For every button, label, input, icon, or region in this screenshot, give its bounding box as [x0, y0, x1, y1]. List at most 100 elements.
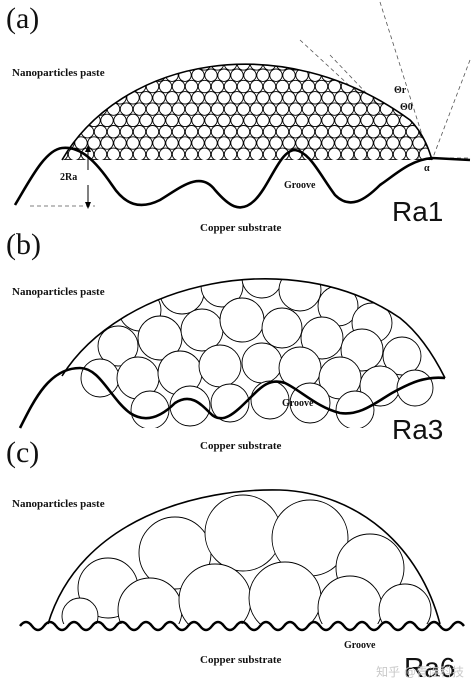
nanoparticle-small: [275, 79, 290, 94]
nanoparticle-small: [275, 147, 290, 160]
paste-outline: [61, 278, 446, 379]
nanoparticle-small: [100, 113, 114, 128]
nanoparticle-small: [223, 125, 238, 139]
nanoparticle-small: [348, 205, 360, 217]
nanoparticle-small: [179, 205, 191, 217]
paste-outline: [47, 489, 441, 625]
nanoparticle-small: [165, 91, 179, 105]
nanoparticle-small: [171, 102, 186, 116]
nanoparticle-small: [283, 24, 295, 36]
nanoparticle-small: [62, 182, 74, 194]
nanoparticle-small: [367, 35, 379, 47]
nanoparticle-small: [185, 193, 197, 205]
nanoparticle-small: [62, 102, 69, 116]
roughness-label: Ra1: [392, 196, 444, 227]
nanoparticle-small: [289, 193, 301, 205]
nanoparticle-small: [301, 64, 316, 71]
nanoparticle-small: [114, 46, 126, 58]
nanoparticle-small: [249, 79, 264, 94]
nanoparticle-small: [100, 158, 114, 160]
nanoparticle-medium: [180, 308, 224, 352]
nanoparticle-small: [249, 125, 264, 139]
nanoparticle-small: [153, 205, 165, 217]
nanoparticle-small: [62, 113, 75, 128]
nanoparticle-small: [119, 147, 134, 160]
nanoparticle-small: [153, 182, 165, 194]
nanoparticle-small: [405, 64, 420, 71]
nanoparticle-small: [269, 68, 283, 82]
nanoparticle-small: [205, 46, 217, 58]
nanoparticle-small: [244, 46, 256, 58]
nanoparticle-small: [334, 136, 348, 150]
nanoparticle-small: [231, 24, 243, 36]
nanoparticle-small: [413, 182, 425, 194]
nanoparticle-small: [80, 102, 95, 116]
nanoparticle-medium: [198, 344, 242, 388]
panel-b: (b) Nanoparticles paste Copper substrate…: [0, 228, 476, 454]
nanoparticle-small: [289, 35, 301, 47]
nanoparticle-small: [119, 102, 134, 116]
nanoparticle-small: [425, 68, 432, 82]
groove-label: Groove: [282, 398, 314, 409]
nanoparticle-small: [276, 193, 288, 205]
nanoparticle-small: [262, 79, 277, 94]
nanoparticle-small: [262, 147, 277, 160]
nanoparticle-small: [62, 158, 75, 160]
nanoparticle-small: [197, 125, 212, 139]
nanoparticle-small: [166, 46, 178, 58]
nanoparticle-small: [301, 102, 316, 116]
nanoparticle-small: [101, 46, 113, 58]
nanoparticle-small: [400, 24, 412, 36]
nanoparticle-small: [197, 102, 212, 116]
nanoparticle-small: [127, 24, 139, 36]
panel-tag: (b): [6, 228, 41, 261]
nanoparticle-small: [230, 136, 244, 150]
nanoparticle-small: [204, 113, 218, 128]
nanoparticle-small: [269, 91, 283, 105]
nanoparticle-small: [354, 35, 366, 47]
theta-0-label: Θ0: [400, 102, 413, 113]
substrate-surface: [18, 366, 446, 429]
nanoparticle-small: [308, 91, 322, 105]
nanoparticle-small: [340, 147, 355, 160]
nanoparticle-small: [373, 68, 387, 82]
nanoparticle-small: [361, 46, 373, 58]
nanoparticle-small: [166, 24, 178, 36]
nanoparticle-small: [309, 24, 321, 36]
nanoparticle-small: [374, 205, 386, 217]
nanoparticle-small: [419, 35, 431, 47]
nanoparticle-small: [335, 46, 347, 58]
nanoparticle-small: [425, 113, 432, 128]
nanoparticle-small: [322, 24, 334, 36]
nanoparticle-small: [191, 136, 205, 150]
nanoparticle-small: [210, 79, 225, 94]
nanoparticle-small: [178, 158, 192, 160]
nanoparticle-small: [392, 125, 407, 139]
nanoparticle-small: [172, 193, 184, 205]
nanoparticle-small: [127, 46, 139, 58]
nanoparticle-small: [262, 125, 277, 139]
nanoparticle-small: [159, 171, 171, 183]
nanoparticle-small: [249, 147, 264, 160]
nanoparticle-small: [321, 91, 335, 105]
nanoparticle-small: [140, 182, 152, 194]
nanoparticle-small: [49, 205, 61, 217]
nanoparticle-small: [250, 35, 262, 47]
nanoparticle-small: [236, 79, 251, 94]
nanoparticle-small: [158, 79, 173, 94]
nanoparticle-small: [243, 113, 257, 128]
nanoparticle-small: [243, 68, 257, 82]
nanoparticle-small: [399, 136, 413, 150]
alpha-label: α: [424, 163, 430, 174]
nanoparticle-small: [288, 125, 303, 139]
nanoparticle-small: [366, 102, 381, 116]
nanoparticle-small: [347, 113, 361, 128]
substrate-label: Copper substrate: [200, 222, 282, 234]
nanoparticle-small: [158, 147, 173, 160]
nanoparticle-small: [283, 205, 295, 217]
nanoparticle-small: [158, 125, 173, 139]
nanoparticle-small: [308, 113, 322, 128]
nanoparticle-small: [302, 35, 314, 47]
nanoparticle-small: [354, 171, 366, 183]
nanoparticle-small: [74, 158, 88, 160]
